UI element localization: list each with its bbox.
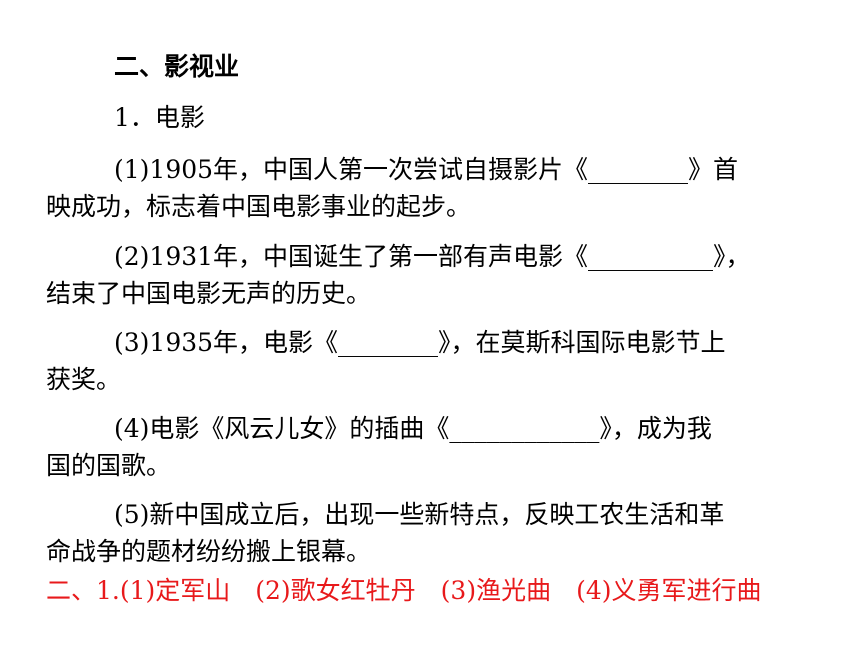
item-line: 结束了中国电影无声的历史。 bbox=[46, 279, 372, 308]
item-line: (5)新中国成立后，出现一些新特点，反映工农生活和革 bbox=[114, 500, 725, 529]
item-line: 映成功，标志着中国电影事业的起步。 bbox=[46, 192, 472, 221]
section-heading: 二、影视业 bbox=[114, 52, 240, 81]
subheading: 1．电影 bbox=[114, 103, 205, 132]
item-line: (2)1931年，中国诞生了第一部有声电影《__________》， bbox=[114, 242, 751, 271]
item-line: 获奖。 bbox=[46, 365, 122, 394]
item-line: (3)1935年，电影《________》，在莫斯科国际电影节上 bbox=[114, 328, 726, 357]
item-line: 命战争的题材纷纷搬上银幕。 bbox=[46, 537, 372, 566]
item-line: 国的国歌。 bbox=[46, 451, 172, 480]
item-line: (4)电影《风云儿女》的插曲《____________》，成为我 bbox=[114, 414, 712, 443]
answer-line: 二、1.(1)定军山 (2)歌女红牡丹 (3)渔光曲 (4)义勇军进行曲 bbox=[46, 576, 762, 605]
item-line: (1)1905年，中国人第一次尝试自摄影片《________》首 bbox=[114, 155, 739, 184]
